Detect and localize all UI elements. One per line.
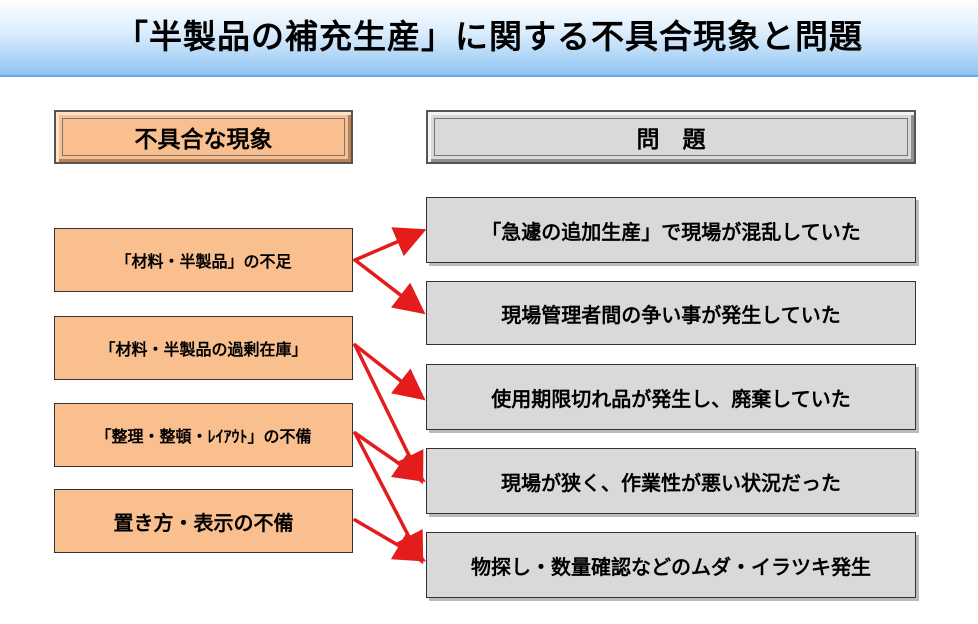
page-title: 「半製品の補充生産」に関する不具合現象と問題 bbox=[115, 17, 863, 56]
arrow-5s-to-cramped bbox=[353, 431, 426, 482]
phenomenon-label: 「材料・半製品」の不足 bbox=[115, 252, 292, 271]
phenomenon-label: 置き方・表示の不備 bbox=[113, 510, 294, 535]
phenomenon-label: 「整理・整頓・ﾚｲｱｳﾄ」の不備 bbox=[95, 427, 312, 446]
problems-header-label: 問 題 bbox=[636, 127, 706, 153]
arrow-shortage-to-disputes bbox=[353, 258, 426, 315]
arrow-excess-to-expired bbox=[353, 343, 426, 401]
arrow-excess-to-cramped bbox=[353, 343, 424, 485]
problem-label: 「急遽の追加生産」で現場が混乱していた bbox=[481, 219, 861, 244]
arrow-shortage-to-urgent bbox=[353, 227, 427, 262]
problem-label: 物探し・数量確認などのムダ・イラツキ発生 bbox=[471, 554, 871, 579]
problems-header-inner: 問 題 bbox=[434, 118, 908, 156]
phenomenon-box-excess-stock: 「材料・半製品の過剰在庫」 bbox=[54, 316, 353, 380]
problem-label: 現場が狭く、作業性が悪い状況だった bbox=[501, 470, 841, 495]
problem-box-searching-waste: 物探し・数量確認などのムダ・イラツキ発生 bbox=[426, 532, 916, 598]
title-band: 「半製品の補充生産」に関する不具合現象と問題 bbox=[0, 0, 978, 77]
phenomenon-box-shortage: 「材料・半製品」の不足 bbox=[54, 228, 353, 292]
phenomenon-label: 「材料・半製品の過剰在庫」 bbox=[99, 340, 308, 359]
phenomenon-box-5s-layout: 「整理・整頓・ﾚｲｱｳﾄ」の不備 bbox=[54, 403, 353, 467]
problems-header: 問 題 bbox=[426, 110, 916, 164]
problem-label: 現場管理者間の争い事が発生していた bbox=[501, 302, 841, 327]
problem-box-urgent-production: 「急遽の追加生産」で現場が混乱していた bbox=[426, 197, 916, 263]
problem-box-expired-disposal: 使用期限切れ品が発生し、廃棄していた bbox=[426, 364, 916, 430]
phenomena-header-inner: 不具合な現象 bbox=[62, 118, 345, 156]
problem-box-manager-disputes: 現場管理者間の争い事が発生していた bbox=[426, 281, 916, 345]
problem-label: 使用期限切れ品が発生し、廃棄していた bbox=[491, 386, 851, 411]
phenomenon-box-placement-labeling: 置き方・表示の不備 bbox=[54, 489, 353, 553]
phenomena-header: 不具合な現象 bbox=[54, 110, 353, 164]
phenomena-header-label: 不具合な現象 bbox=[134, 127, 273, 153]
arrow-placement-to-searching bbox=[353, 518, 427, 562]
problem-box-cramped-workplace: 現場が狭く、作業性が悪い状況だった bbox=[426, 448, 916, 514]
